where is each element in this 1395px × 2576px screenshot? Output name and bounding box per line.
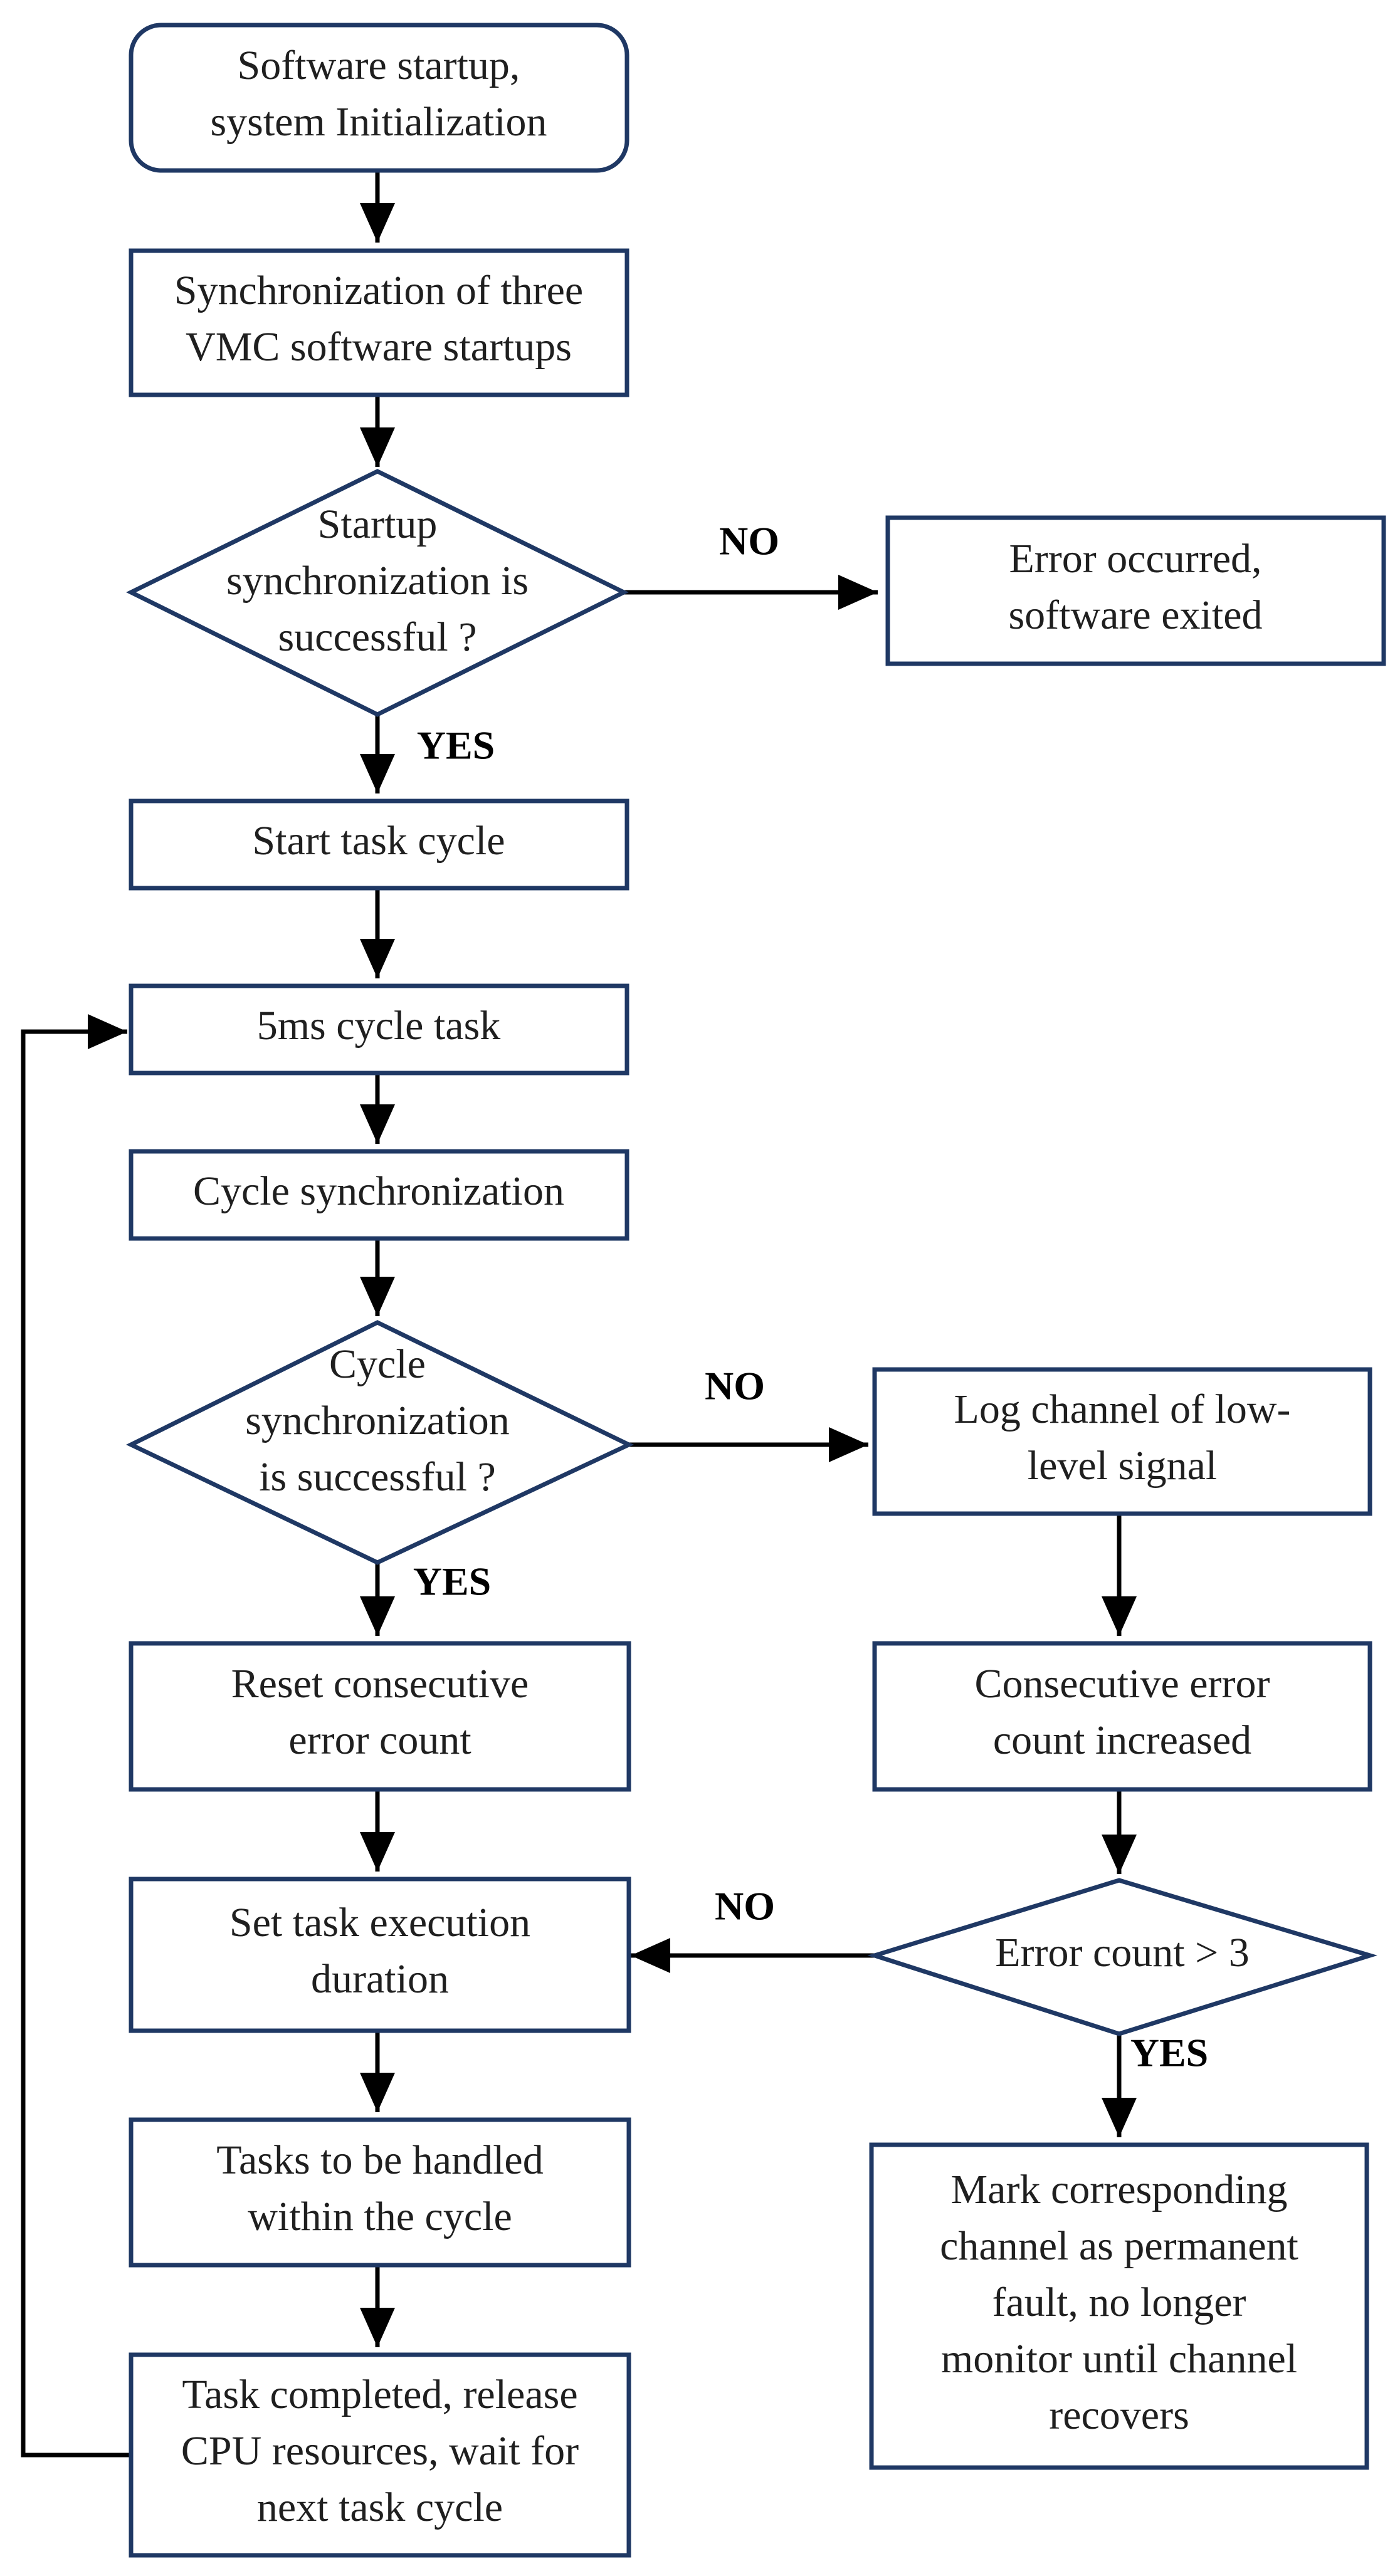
reset-error-count-box: [129, 1641, 631, 1792]
task-completed-box: [129, 2352, 631, 2558]
count-check-no-label: NO: [715, 1884, 775, 1929]
log-channel-text: Log channel of low-level signal: [954, 1386, 1291, 1489]
node-text-line: Software startup,: [238, 43, 520, 88]
arrow-completed-loop-to-5ms: [21, 1014, 131, 2458]
startup-sync-decision: [126, 469, 629, 717]
node-text-line: channel as permanent: [940, 2223, 1298, 2269]
cycle-sync-text: Cycle synchronization: [193, 1168, 564, 1214]
node-text-line: fault, no longer: [992, 2280, 1246, 2325]
node-text-line: Set task execution: [229, 1900, 530, 1945]
cycle-sync-decision-text: Cycle synchronization is successful ?: [245, 1341, 510, 1500]
node-text-line: Error count > 3: [995, 1930, 1250, 1976]
startup-sync-decision-text: Startup synchronization is successful ?: [226, 501, 529, 660]
node-text-line: Consecutive error: [975, 1661, 1270, 1707]
node-text-line: next task cycle: [257, 2484, 503, 2530]
node-text-line: recovers: [1049, 2392, 1189, 2438]
startup-terminal: [129, 23, 629, 173]
node-text-line: CPU resources, wait for: [181, 2428, 579, 2474]
node-text-line: count increased: [993, 1717, 1251, 1763]
tasks-handled-text: Tasks to be handled within the cycle: [216, 2137, 543, 2239]
error-exit-text: Error occurred, software exited: [1009, 536, 1263, 638]
node-text-line: system Initialization: [210, 99, 547, 145]
node-text-line: is successful ?: [259, 1454, 496, 1500]
node-text-line: within the cycle: [248, 2194, 512, 2239]
startup-check-no-label: NO: [719, 519, 779, 563]
node-text-line: duration: [311, 1956, 449, 2002]
node-text-line: error count: [288, 1717, 471, 1763]
mark-fault-text: Mark corresponding channel as permanent fa…: [940, 2167, 1298, 2438]
mark-fault-box: [869, 2142, 1369, 2470]
node-text-line: monitor until channel: [941, 2336, 1297, 2382]
set-task-duration-text: Set task execution duration: [229, 1900, 530, 2002]
count-check-yes-label: YES: [1130, 2031, 1209, 2075]
tasks-handled-box: [129, 2117, 631, 2268]
node-text-line: Mark corresponding: [950, 2167, 1287, 2212]
shapes: [126, 23, 1386, 2558]
node-texts: Software startup, system Initialization S…: [174, 43, 1298, 2530]
cycle-sync-decision: [126, 1320, 634, 1565]
node-text-line: Start task cycle: [252, 818, 505, 864]
edges: [21, 170, 1137, 2458]
node-text-line: Error occurred,: [1009, 536, 1261, 582]
error-count-increased-text: Consecutive error count increased: [975, 1661, 1270, 1763]
node-text-line: software exited: [1009, 592, 1263, 638]
start-task-cycle-box: [129, 798, 629, 891]
node-text-line: synchronization is: [226, 558, 529, 604]
error-count-decision-text: Error count > 3: [995, 1930, 1250, 1976]
node-text-line: level signal: [1028, 1443, 1217, 1489]
error-count-decision: [867, 1878, 1377, 2036]
start-task-cycle-text: Start task cycle: [252, 818, 505, 864]
node-text-line: VMC software startups: [186, 324, 572, 370]
error-exit-box: [885, 515, 1386, 666]
error-count-increased-box: [872, 1641, 1372, 1792]
node-text-line: Task completed, release: [182, 2372, 577, 2417]
edge-labels: NO YES NO YES NO YES: [413, 519, 1209, 2075]
sync-startups-box: [129, 248, 629, 397]
cycle-sync-box: [129, 1149, 629, 1241]
cycle-task-5ms-text: 5ms cycle task: [257, 1003, 501, 1049]
node-text-line: Tasks to be handled: [216, 2137, 543, 2183]
reset-error-count-text: Reset consecutive error count: [231, 1661, 529, 1763]
node-text-line: Reset consecutive: [231, 1661, 529, 1707]
node-text-line: Cycle synchronization: [193, 1168, 564, 1214]
startup-text: Software startup, system Initialization: [210, 43, 547, 145]
cycle-check-no-label: NO: [705, 1364, 765, 1408]
set-task-duration-box: [129, 1877, 631, 2033]
log-channel-box: [872, 1367, 1372, 1516]
node-text-line: Synchronization of three: [174, 268, 583, 313]
node-text-line: successful ?: [278, 614, 476, 660]
startup-check-yes-label: YES: [417, 723, 495, 768]
cycle-check-yes-label: YES: [413, 1559, 492, 1604]
node-text-line: Cycle: [329, 1341, 426, 1387]
node-text-line: 5ms cycle task: [257, 1003, 501, 1049]
node-text-line: Log channel of low-: [954, 1386, 1291, 1432]
node-text-line: synchronization: [245, 1398, 510, 1443]
cycle-task-5ms-box: [129, 983, 629, 1076]
node-text-line: Startup: [318, 501, 438, 547]
